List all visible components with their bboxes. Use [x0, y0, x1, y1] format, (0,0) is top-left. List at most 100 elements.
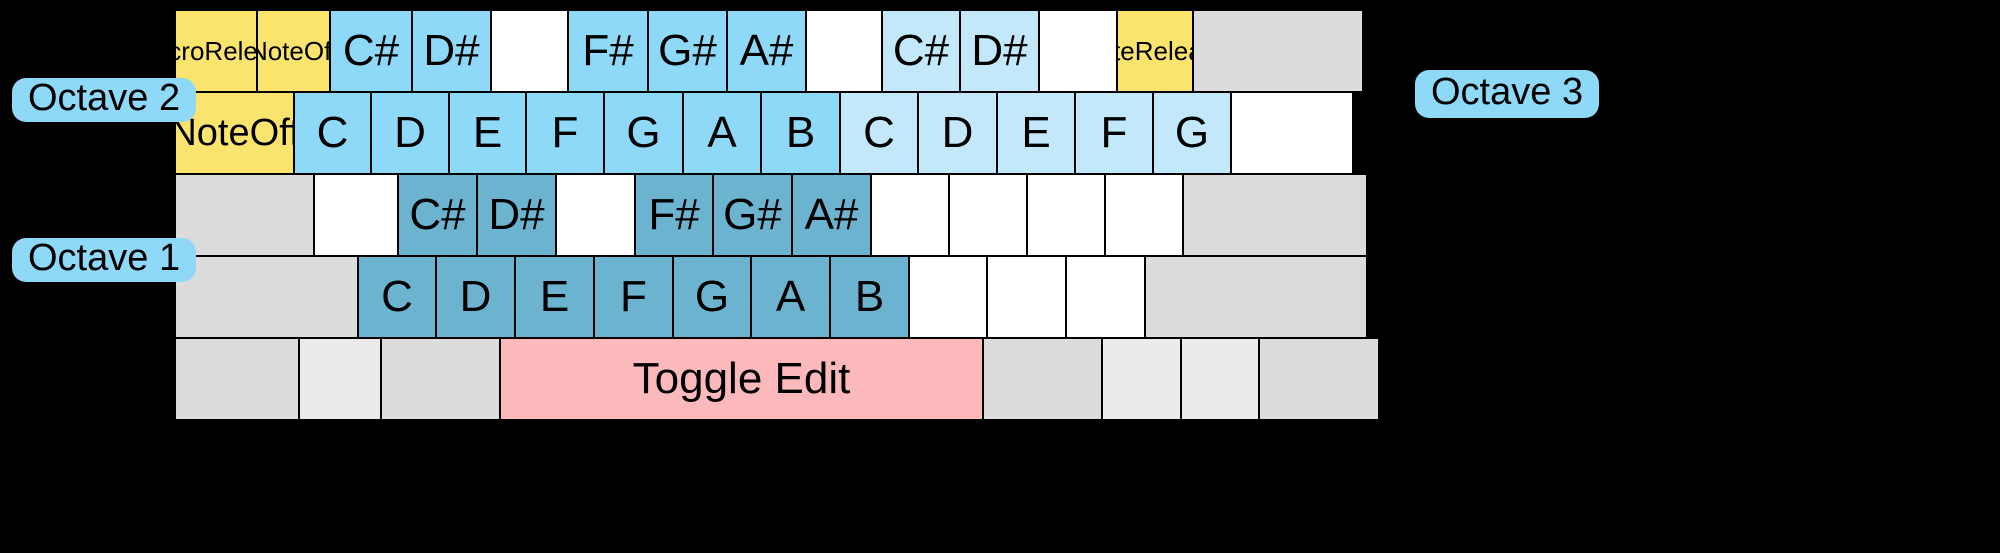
key-label-line: G# — [658, 25, 717, 75]
keyboard-row-number-row: MacroReleaseNoteOffC#D#F#G#A#C#D#NoteRel… — [174, 9, 1364, 93]
key-label-line: C# — [342, 25, 400, 75]
key-blank-2-10[interactable] — [1026, 173, 1106, 257]
keyboard-row-asdf-row: C# D# F# G#A# — [174, 173, 1368, 257]
key-blank-4-7[interactable] — [1258, 337, 1380, 421]
key-blank-2-11[interactable] — [1104, 173, 1184, 257]
key-label-line: D# — [488, 189, 545, 239]
key-a-sharp-0-7[interactable]: A# — [726, 9, 807, 93]
key-blank-3-0[interactable] — [174, 255, 359, 339]
key-g-1-5[interactable]: G — [603, 91, 684, 175]
key-c-3-1[interactable]: C — [357, 255, 437, 339]
key-f-sharp-0-5[interactable]: F# — [567, 9, 649, 93]
key-blank-1-13[interactable] — [1230, 91, 1354, 175]
key-c-sharp-0-2[interactable]: C# — [329, 9, 413, 93]
key-g-1-12[interactable]: G — [1152, 91, 1232, 175]
key-blank-2-4[interactable] — [555, 173, 636, 257]
key-blank-0-4[interactable] — [490, 9, 569, 93]
key-label-line: Macro — [176, 35, 205, 66]
key-label-line: F — [620, 271, 647, 321]
octave-1-label: Octave 1 — [12, 237, 197, 282]
key-label-line: A — [775, 271, 806, 321]
key-label-line: Release — [204, 35, 258, 66]
key-a-sharp-2-7[interactable]: A# — [791, 173, 872, 257]
key-d-1-9[interactable]: D — [917, 91, 998, 175]
keyboard-layout: MacroReleaseNoteOffC#D#F#G#A#C#D#NoteRel… — [174, 9, 1390, 421]
key-label-line: B — [785, 107, 816, 157]
key-blank-2-12[interactable] — [1182, 173, 1368, 257]
key-blank-4-5[interactable] — [1101, 337, 1182, 421]
key-label-line: Toggle Edit — [632, 353, 851, 403]
key-blank-0-8[interactable] — [805, 9, 883, 93]
key-e-3-3[interactable]: E — [514, 255, 595, 339]
key-a-1-6[interactable]: A — [682, 91, 762, 175]
key-label-line: C — [316, 107, 349, 157]
key-label-line: Off — [249, 111, 295, 154]
keyboard-row-space-row: Toggle Edit — [174, 337, 1380, 421]
key-label-line: D — [394, 107, 426, 157]
key-d-sharp-0-10[interactable]: D# — [959, 9, 1040, 93]
key-b-1-7[interactable]: B — [760, 91, 841, 175]
key-b-3-7[interactable]: B — [829, 255, 910, 339]
key-blank-4-6[interactable] — [1180, 337, 1260, 421]
key-c-1-8[interactable]: C — [839, 91, 919, 175]
key-c-sharp-0-9[interactable]: C# — [881, 9, 961, 93]
key-f-sharp-2-5[interactable]: F# — [634, 173, 714, 257]
key-label-line: A# — [739, 25, 794, 75]
key-d-sharp-2-3[interactable]: D# — [476, 173, 557, 257]
key-c-sharp-2-2[interactable]: C# — [397, 173, 478, 257]
key-label-line: Off — [303, 35, 331, 66]
key-label-line: C — [863, 107, 895, 157]
key-label-line: D# — [423, 25, 480, 75]
key-blank-0-13[interactable] — [1192, 9, 1364, 93]
key-note-release-0-12[interactable]: NoteRelease — [1116, 9, 1194, 93]
key-label-line: F — [1100, 107, 1128, 157]
key-toggle-edit-4-3[interactable]: Toggle Edit — [499, 337, 984, 421]
key-label-line: F# — [648, 189, 700, 239]
key-d-1-2[interactable]: D — [370, 91, 450, 175]
key-label-line: C# — [409, 189, 466, 239]
key-blank-3-8[interactable] — [908, 255, 988, 339]
key-blank-0-11[interactable] — [1038, 9, 1118, 93]
key-label-line: E — [1021, 107, 1051, 157]
key-blank-4-4[interactable] — [982, 337, 1103, 421]
key-label-line: G — [694, 271, 730, 321]
octave-3-label: Octave 3 — [1415, 70, 1600, 118]
key-a-3-6[interactable]: A — [750, 255, 831, 339]
key-label-line: G — [626, 107, 661, 157]
key-blank-3-10[interactable] — [1065, 255, 1146, 339]
key-label-line: B — [854, 271, 885, 321]
key-label-line: D — [459, 271, 492, 321]
key-e-1-10[interactable]: E — [996, 91, 1076, 175]
key-blank-3-9[interactable] — [986, 255, 1067, 339]
key-label-line: A — [707, 107, 737, 157]
key-f-1-11[interactable]: F — [1074, 91, 1154, 175]
key-label-line: Note — [258, 35, 304, 66]
key-label-line: C# — [892, 25, 950, 75]
key-label-line: Note — [1118, 35, 1135, 66]
key-label-line: Release — [1134, 35, 1192, 66]
key-d-sharp-0-3[interactable]: D# — [411, 9, 492, 93]
key-blank-2-9[interactable] — [948, 173, 1028, 257]
key-g-sharp-2-6[interactable]: G# — [712, 173, 793, 257]
key-label-line: G# — [723, 189, 782, 239]
key-d-3-2[interactable]: D — [435, 255, 516, 339]
key-blank-2-0[interactable] — [174, 173, 315, 257]
key-blank-2-1[interactable] — [313, 173, 399, 257]
key-f-1-4[interactable]: F — [525, 91, 605, 175]
octave-2-label: Octave 2 — [12, 77, 197, 122]
key-blank-4-0[interactable] — [174, 337, 300, 421]
key-blank-2-8[interactable] — [870, 173, 950, 257]
key-label-line: E — [539, 271, 570, 321]
key-e-1-3[interactable]: E — [448, 91, 527, 175]
key-blank-4-1[interactable] — [298, 337, 382, 421]
key-blank-3-11[interactable] — [1144, 255, 1368, 339]
key-label-line: D# — [971, 25, 1028, 75]
key-g-sharp-0-6[interactable]: G# — [647, 9, 728, 93]
key-g-3-5[interactable]: G — [672, 255, 752, 339]
key-f-3-4[interactable]: F — [593, 255, 674, 339]
key-c-1-1[interactable]: C — [293, 91, 372, 175]
key-blank-4-2[interactable] — [380, 337, 501, 421]
